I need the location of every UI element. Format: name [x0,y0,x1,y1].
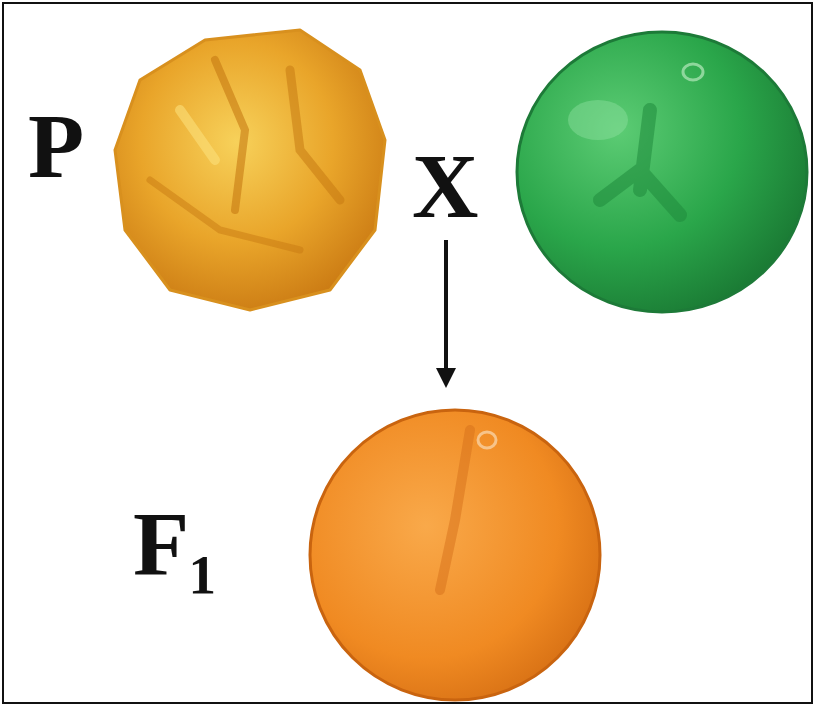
generation-label: P [28,100,84,192]
smooth-green-pea [517,32,807,312]
smooth-yellow-pea [310,410,600,700]
cross-arrow [444,240,448,372]
wrinkled-yellow-pea [115,30,385,310]
arrow-head [436,368,456,388]
cross-symbol: X [412,140,478,232]
generation-label: F₁ [133,498,217,590]
